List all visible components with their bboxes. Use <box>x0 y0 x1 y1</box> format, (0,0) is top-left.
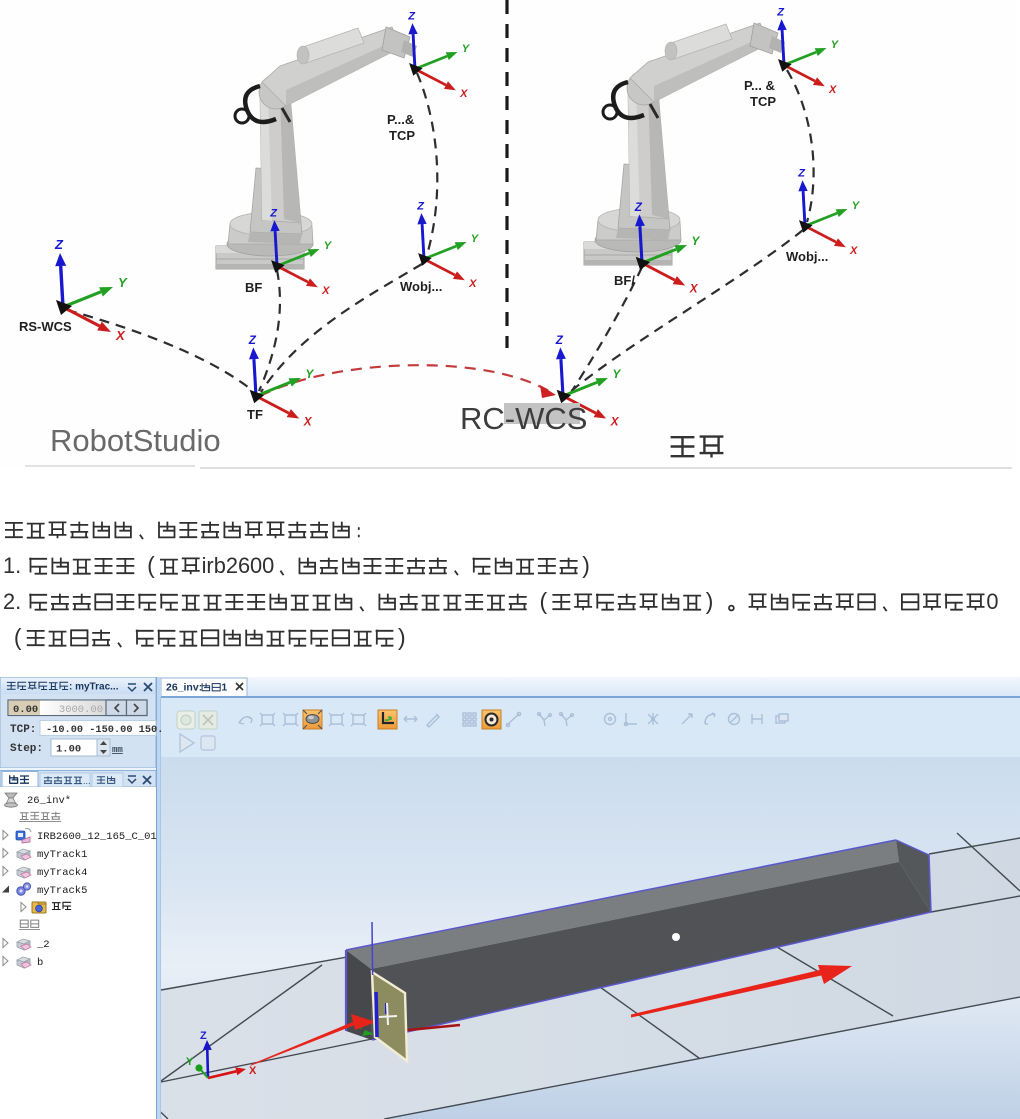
svg-text:26_inv*: 26_inv* <box>27 795 71 807</box>
svg-text:Y: Y <box>118 275 128 290</box>
svg-text:(: ( <box>540 588 548 614</box>
svg-text:Y: Y <box>692 235 701 248</box>
svg-text:myTrack4: myTrack4 <box>37 867 87 879</box>
svg-text:X: X <box>849 245 858 257</box>
svg-text:irb2600: irb2600 <box>202 553 275 578</box>
svg-text:...: ... <box>83 776 91 786</box>
svg-text:1: 1 <box>221 682 227 694</box>
svg-text:BF/: BF/ <box>614 273 635 288</box>
svg-text:(: ( <box>14 624 22 650</box>
svg-text:: myTrac...: : myTrac... <box>69 682 119 693</box>
svg-text:X: X <box>115 328 126 343</box>
svg-text:Y: Y <box>831 39 840 51</box>
svg-text:TCP:: TCP: <box>10 724 36 736</box>
svg-text:BF: BF <box>245 280 262 295</box>
svg-text:26_inv:: 26_inv: <box>166 682 202 694</box>
svg-text:Z: Z <box>776 7 785 19</box>
svg-text:Y: Y <box>852 200 861 212</box>
svg-text:Z: Z <box>407 11 416 23</box>
svg-text:TCP: TCP <box>750 94 776 109</box>
svg-text:X: X <box>321 285 330 297</box>
svg-text:0.00: 0.00 <box>13 704 38 716</box>
svg-text:Y: Y <box>613 368 622 381</box>
svg-text:RC-WCS: RC-WCS <box>460 401 587 436</box>
svg-text:X: X <box>468 278 477 290</box>
svg-text:Z: Z <box>269 208 278 220</box>
svg-text:TCP: TCP <box>389 128 415 143</box>
svg-text:Wobj...: Wobj... <box>786 249 828 264</box>
svg-text:X: X <box>249 1065 257 1077</box>
svg-text:): ) <box>582 552 590 578</box>
svg-text:Z: Z <box>54 237 64 252</box>
svg-text:IRB2600_12_165_C_01: IRB2600_12_165_C_01 <box>37 831 157 843</box>
svg-text:P...&: P...& <box>387 112 414 127</box>
svg-text:P... &: P... & <box>744 78 775 93</box>
svg-text:Wobj...: Wobj... <box>400 279 442 294</box>
svg-text:): ) <box>398 624 406 650</box>
svg-text:Y: Y <box>471 233 480 245</box>
svg-text:Z: Z <box>200 1030 207 1042</box>
svg-text:1.00: 1.00 <box>56 744 81 756</box>
svg-text:Z: Z <box>634 201 643 214</box>
svg-text:X: X <box>828 84 837 96</box>
svg-text:): ) <box>706 588 714 614</box>
svg-text:_2: _2 <box>36 939 50 951</box>
svg-text:Z: Z <box>555 334 564 347</box>
svg-text:myTrack1: myTrack1 <box>37 849 87 861</box>
svg-text:RobotStudio: RobotStudio <box>50 423 221 458</box>
svg-text:X: X <box>459 88 468 100</box>
svg-text:mm: mm <box>112 745 123 755</box>
svg-text:Z: Z <box>797 168 806 180</box>
svg-text:X: X <box>689 283 699 296</box>
svg-text:Step:: Step: <box>10 743 43 755</box>
svg-text:Y: Y <box>186 1056 194 1068</box>
svg-text:-10.00 -150.00 150.: -10.00 -150.00 150. <box>46 724 163 736</box>
svg-text:b: b <box>37 957 43 969</box>
svg-text:0: 0 <box>986 589 998 614</box>
svg-text:Y: Y <box>324 240 333 252</box>
svg-text:Y: Y <box>462 43 471 55</box>
svg-text:Z: Z <box>416 201 425 213</box>
svg-text:3000.00: 3000.00 <box>59 704 103 716</box>
svg-text:TF: TF <box>247 407 263 422</box>
svg-text:X: X <box>610 416 620 429</box>
svg-text:(: ( <box>147 552 155 578</box>
svg-text:X: X <box>303 416 313 429</box>
svg-text:Y: Y <box>306 368 315 381</box>
svg-text:Z: Z <box>248 334 257 347</box>
svg-text:1.: 1. <box>3 553 21 578</box>
svg-text:2.: 2. <box>3 589 21 614</box>
svg-text:myTrack5: myTrack5 <box>37 885 87 897</box>
svg-text:RS-WCS: RS-WCS <box>19 319 72 334</box>
